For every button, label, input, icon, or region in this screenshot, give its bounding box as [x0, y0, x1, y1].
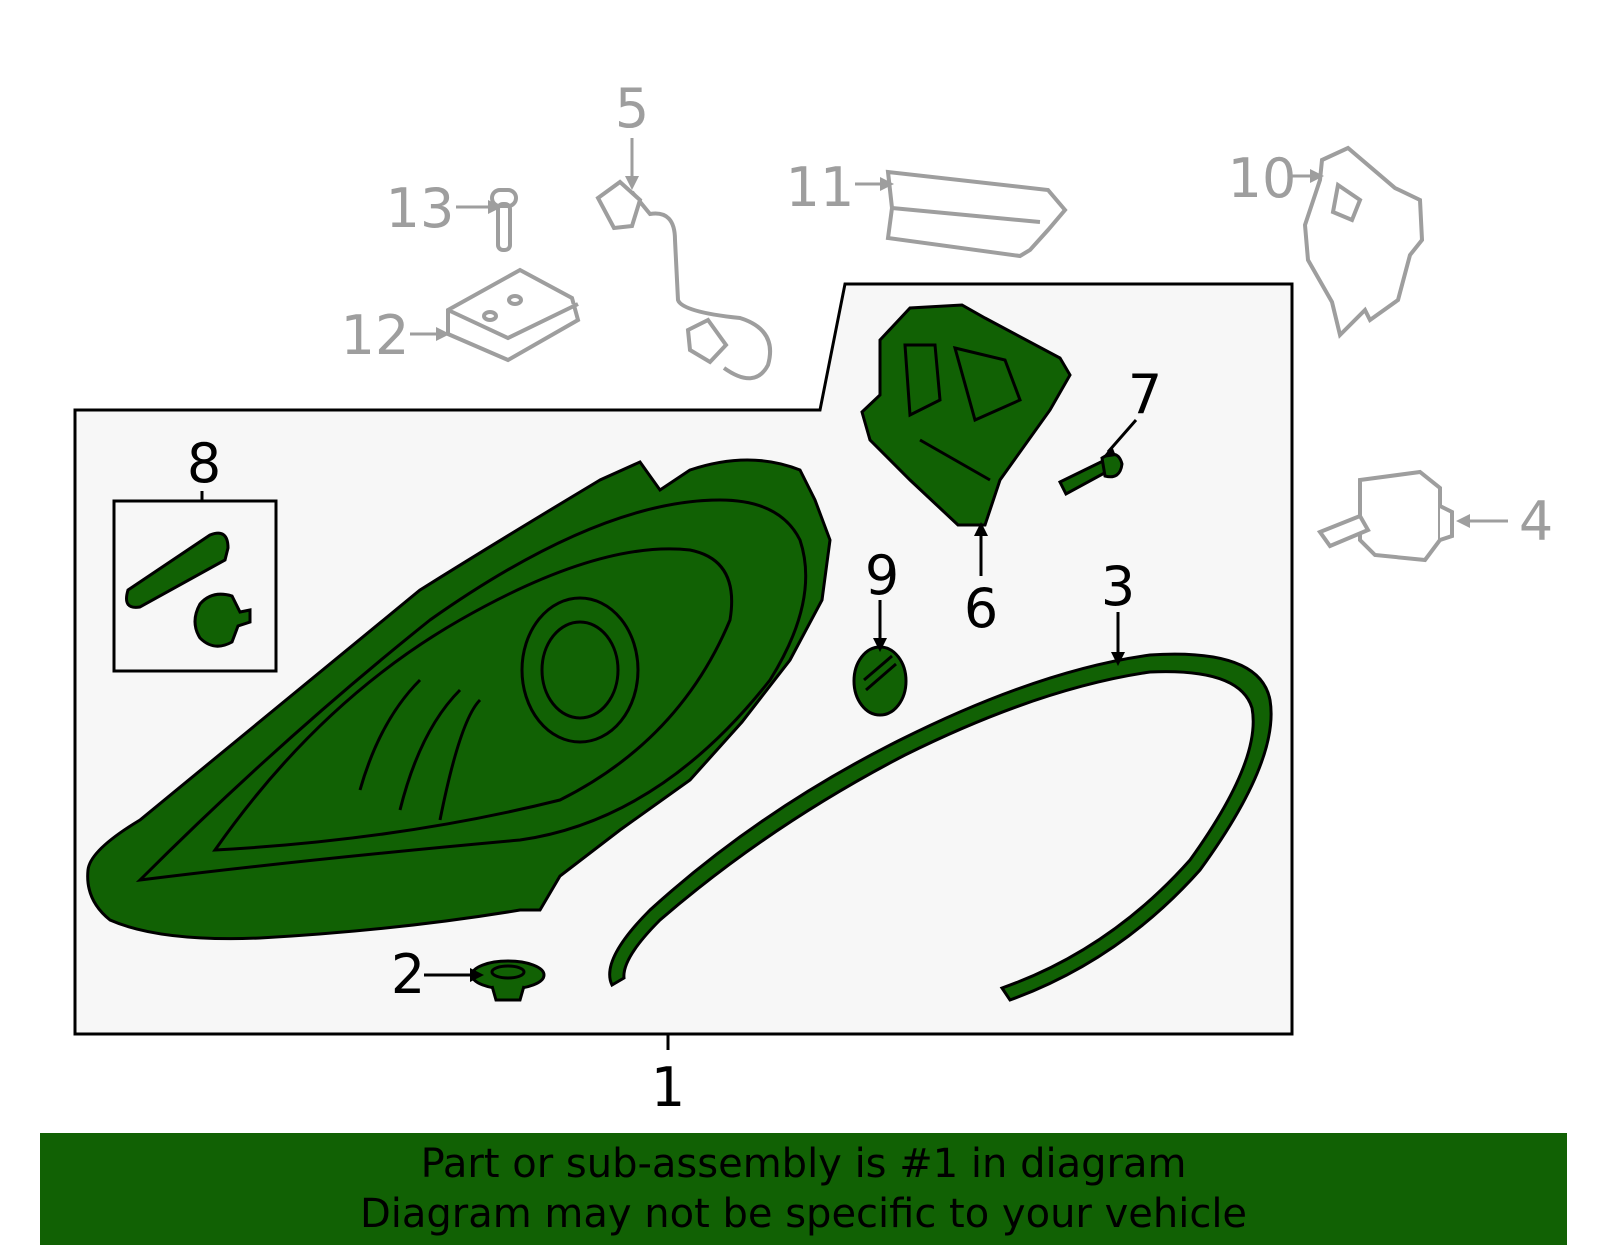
callout-13: 13 [386, 177, 455, 240]
banner-line-2: Diagram may not be specific to your vehi… [359, 1191, 1248, 1237]
leader-lines-faded [410, 138, 1508, 523]
callout-10: 10 [1228, 147, 1297, 210]
callout-8: 8 [187, 432, 221, 495]
clip-2-icon [470, 959, 546, 1002]
screw-7-icon [1057, 452, 1124, 497]
callout-1: 1 [651, 1056, 685, 1119]
leader-lines [200, 419, 1138, 1050]
banner-line-1: Part or sub-assembly is #1 in diagram [420, 1141, 1187, 1187]
rear-cover-bracket-icon [860, 303, 1072, 527]
bolt-13-icon [490, 188, 518, 252]
callout-4: 4 [1519, 490, 1553, 553]
callout-2: 2 [391, 943, 425, 1006]
callout-3: 3 [1101, 555, 1135, 618]
callout-11: 11 [786, 156, 855, 219]
leader-arrowheads [470, 446, 1125, 982]
socket-4-icon [1316, 469, 1454, 563]
callout-7: 7 [1128, 363, 1162, 426]
module-12-icon [446, 267, 581, 363]
grommet-9-icon [852, 645, 908, 717]
headlamp-assembly-icon [86, 458, 832, 941]
kit-8-parts-icon [125, 531, 252, 648]
info-banner: Part or sub-assembly is #1 in diagram Di… [40, 1133, 1567, 1245]
callout-12: 12 [341, 304, 410, 367]
bracket-10-icon [1302, 145, 1425, 339]
callout-6: 6 [964, 577, 998, 640]
leader-arrowheads-faded [436, 169, 1470, 528]
callout-5: 5 [615, 77, 649, 140]
harness-5-icon [595, 179, 773, 381]
callout-9: 9 [865, 544, 899, 607]
module-11-icon [885, 169, 1068, 259]
gasket-strip-icon [608, 652, 1273, 1002]
